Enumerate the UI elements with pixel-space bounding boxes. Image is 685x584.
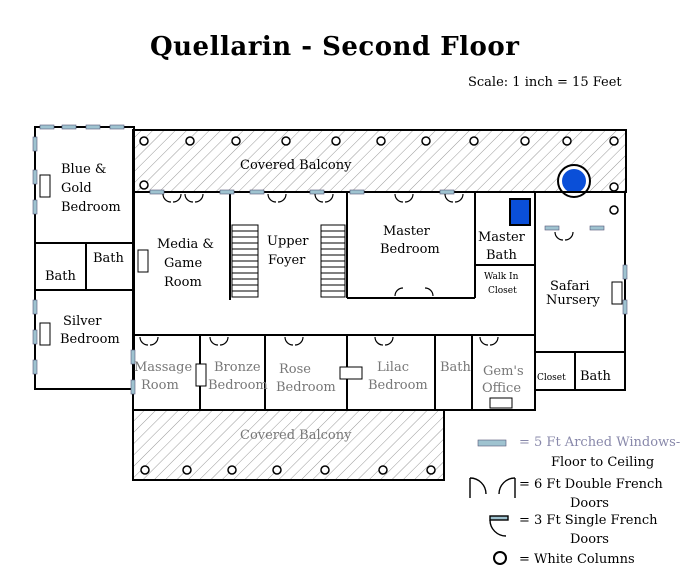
label-rose-1: Rose bbox=[279, 362, 311, 377]
room-labels: Blue & Gold Bedroom Covered Balcony Medi… bbox=[45, 158, 612, 443]
label-safari-2: Nursery bbox=[546, 293, 601, 308]
label-lilac-2: Bedroom bbox=[368, 378, 428, 393]
stairs-left bbox=[231, 224, 259, 298]
legend-windows-2: Floor to Ceiling bbox=[551, 455, 654, 470]
legend-single-door-icon bbox=[489, 515, 509, 537]
label-gems-office-1: Gem's bbox=[483, 364, 524, 379]
label-bath-right: Bath bbox=[580, 369, 612, 384]
covered-balcony-top bbox=[132, 129, 627, 215]
legend-window-icon bbox=[477, 439, 507, 447]
label-blue-gold-1: Blue & bbox=[61, 162, 106, 177]
label-upper-foyer-2: Foyer bbox=[268, 253, 306, 268]
label-closet: Closet bbox=[537, 373, 566, 383]
label-covered-balcony-bottom: Covered Balcony bbox=[240, 428, 352, 443]
legend-single-doors-1: = 3 Ft Single French bbox=[519, 513, 658, 528]
label-master-bedroom-2: Bedroom bbox=[380, 242, 440, 257]
label-master-bath-2: Bath bbox=[486, 248, 518, 263]
label-bath-mid: Bath bbox=[440, 360, 472, 375]
scale-note: Scale: 1 inch = 15 Feet bbox=[468, 75, 622, 90]
legend-windows-1: = 5 Ft Arched Windows- bbox=[519, 435, 680, 450]
label-master-bedroom-1: Master bbox=[383, 224, 431, 239]
label-safari-1: Safari bbox=[550, 279, 590, 294]
label-silver-1: Silver bbox=[63, 314, 102, 329]
legend-double-doors-1: = 6 Ft Double French bbox=[519, 477, 663, 492]
label-massage-2: Room bbox=[141, 378, 179, 393]
label-master-bath-1: Master bbox=[478, 230, 526, 245]
label-walk-in-2: Closet bbox=[488, 286, 517, 296]
arched-windows bbox=[32, 124, 628, 395]
plan-title: Quellarin - Second Floor bbox=[150, 32, 520, 62]
label-bath-left2: Bath bbox=[93, 251, 125, 266]
label-walk-in-1: Walk In bbox=[484, 272, 519, 282]
label-silver-2: Bedroom bbox=[60, 332, 120, 347]
bathtub-icon bbox=[509, 198, 531, 226]
legend-double-door-icon bbox=[469, 477, 516, 498]
label-media-3: Room bbox=[164, 275, 202, 290]
label-lilac-1: Lilac bbox=[377, 360, 409, 375]
covered-balcony-bottom bbox=[132, 409, 445, 481]
label-upper-foyer-1: Upper bbox=[267, 234, 309, 249]
fixtures bbox=[39, 174, 623, 409]
legend-column-icon bbox=[493, 551, 507, 565]
legend-single-doors-2: Doors bbox=[570, 532, 609, 547]
label-blue-gold-3: Bedroom bbox=[61, 200, 121, 215]
label-media-2: Game bbox=[164, 256, 202, 271]
legend-columns: = White Columns bbox=[519, 552, 635, 567]
label-blue-gold-2: Gold bbox=[61, 181, 92, 196]
label-rose-2: Bedroom bbox=[276, 380, 336, 395]
label-bronze-1: Bronze bbox=[214, 360, 261, 375]
building-walls bbox=[34, 126, 626, 411]
legend-double-doors-2: Doors bbox=[570, 496, 609, 511]
label-bronze-2: Bedroom bbox=[208, 378, 268, 393]
double-french-doors bbox=[139, 193, 574, 346]
label-bath-left: Bath bbox=[45, 269, 77, 284]
legend: = 5 Ft Arched Windows- Floor to Ceiling … bbox=[469, 435, 680, 567]
label-media-1: Media & bbox=[157, 237, 214, 252]
label-gems-office-2: Office bbox=[482, 381, 521, 396]
label-massage-1: Massage bbox=[134, 360, 192, 375]
stairs-right bbox=[320, 224, 346, 298]
label-covered-balcony-top: Covered Balcony bbox=[240, 158, 352, 173]
